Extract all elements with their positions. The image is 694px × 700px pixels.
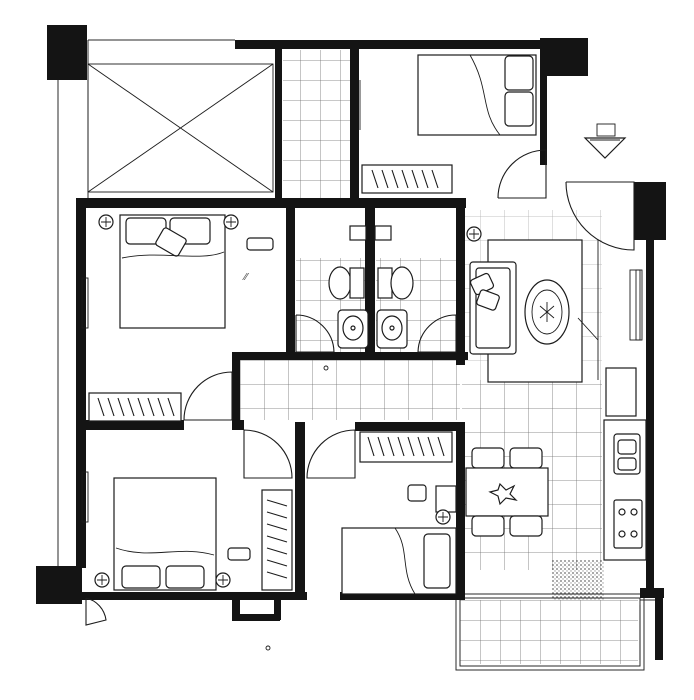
balcony-top-left bbox=[87, 63, 274, 193]
bed-icon bbox=[341, 527, 457, 595]
bedroom-bottom-middle bbox=[341, 431, 457, 595]
bed-icon bbox=[119, 214, 226, 329]
dining-table-icon bbox=[465, 447, 549, 537]
walls bbox=[36, 25, 666, 660]
bathroom-left bbox=[295, 225, 369, 353]
bedroom-small-top bbox=[359, 54, 547, 199]
dining-area bbox=[465, 447, 549, 537]
wardrobe-icon bbox=[361, 164, 453, 194]
toilet-icon bbox=[328, 266, 365, 300]
bedroom-bottom-left bbox=[81, 471, 293, 626]
kitchen-corner-stipple bbox=[552, 560, 604, 600]
door-swing-icon bbox=[306, 429, 356, 479]
hallway-tiles bbox=[240, 360, 460, 420]
sink-icon bbox=[613, 433, 641, 475]
bathroom-right bbox=[374, 225, 457, 353]
entrance-door bbox=[565, 181, 635, 251]
living-room bbox=[466, 226, 599, 383]
sink-icon bbox=[376, 309, 408, 349]
door-swing-icon bbox=[497, 149, 547, 199]
balcony-bottom-tiles bbox=[460, 600, 638, 664]
wardrobe-icon bbox=[88, 392, 182, 422]
kitchen bbox=[603, 269, 647, 561]
entrance-arrow-icon bbox=[583, 123, 627, 159]
bedroom-master: ⁄⁄ bbox=[81, 214, 274, 422]
svg-text:⁄⁄: ⁄⁄ bbox=[242, 272, 250, 283]
door-swing-icon bbox=[243, 429, 293, 479]
toilet-icon bbox=[377, 266, 414, 300]
stove-icon bbox=[613, 499, 643, 549]
sofa-icon bbox=[469, 261, 517, 355]
sink-icon bbox=[337, 309, 369, 349]
balcony-bottom bbox=[265, 605, 641, 660]
bed-icon bbox=[113, 477, 217, 591]
wardrobe-icon bbox=[261, 489, 293, 591]
bed-icon bbox=[417, 54, 537, 136]
door-swing-icon bbox=[183, 371, 233, 421]
hallway bbox=[243, 365, 356, 479]
storage-tiled-top bbox=[283, 50, 351, 200]
wardrobe-icon bbox=[359, 431, 453, 463]
